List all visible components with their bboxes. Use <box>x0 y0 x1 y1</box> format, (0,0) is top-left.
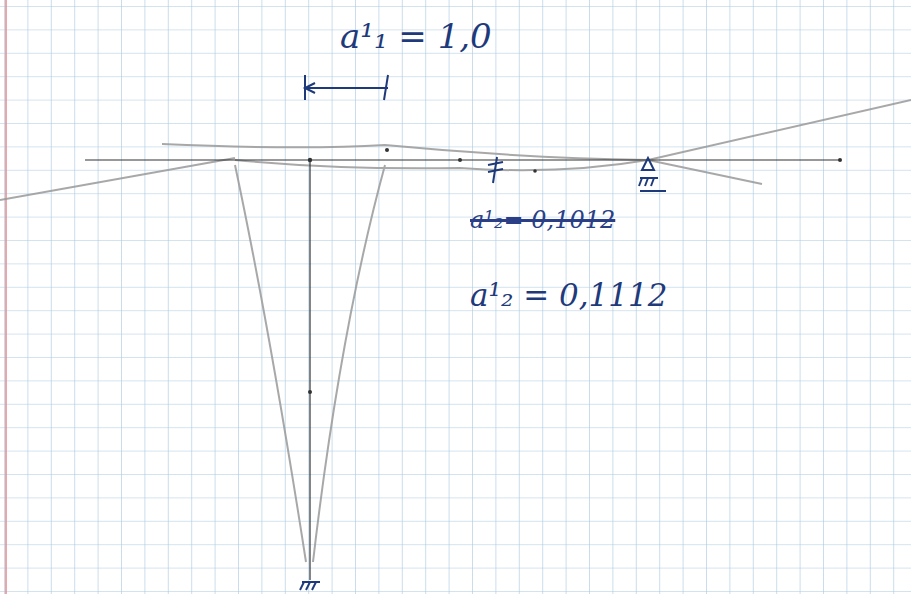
dimension-line <box>305 75 388 100</box>
hinge-mark <box>488 157 503 183</box>
struck-value: a¹₂= 0,1012 <box>470 207 615 233</box>
node-dot <box>308 148 842 394</box>
pin-support <box>639 158 666 191</box>
frame-axis <box>85 160 840 580</box>
value-label: a¹₂ = 0,1112 <box>470 278 668 312</box>
margin-line <box>5 0 7 594</box>
fixed-support <box>300 582 320 590</box>
deformed-shape <box>0 100 911 562</box>
dimension-label: a¹₁ = 1,0 <box>340 18 492 55</box>
